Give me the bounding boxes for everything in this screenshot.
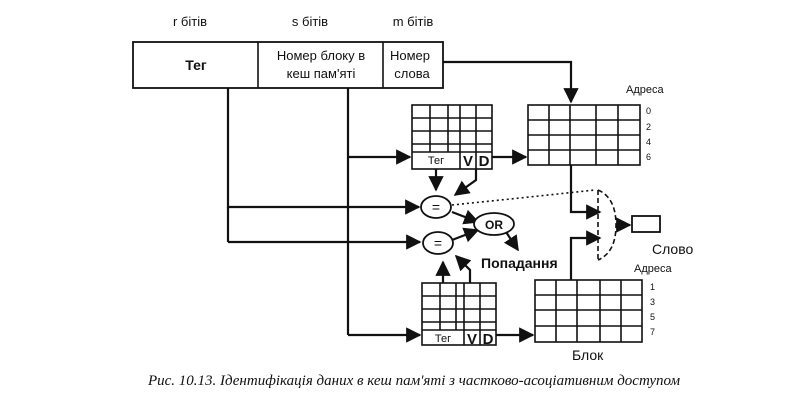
multiplexer [597, 189, 617, 261]
word-number-line1: Номер [390, 48, 430, 63]
hit-label: Попадання [481, 255, 558, 271]
address-bottom-1: 3 [650, 297, 655, 307]
tag-field-label: Тег [185, 57, 207, 73]
or-gate-label: OR [485, 218, 503, 232]
d-col-label-bottom: D [483, 331, 494, 348]
tag-table-bottom: Тег V D [421, 282, 497, 348]
wires [226, 60, 632, 343]
address-register: Тег Номер блоку в кеш пам'яті Номер слов… [132, 41, 444, 89]
address-title-top: Адреса [626, 84, 664, 96]
or-gate: OR [473, 212, 515, 236]
comparator-bottom-symbol: = [434, 235, 442, 251]
address-title-bottom: Адреса [634, 263, 672, 275]
data-table-bottom [534, 279, 643, 343]
address-bottom-2: 5 [650, 312, 655, 322]
s-bits-label: s бітів [292, 14, 328, 29]
v-col-label-top: V [463, 153, 473, 170]
word-number-line2: слова [394, 66, 430, 81]
d-col-label-top: D [479, 153, 490, 170]
tag-col-label-bottom: Тег [435, 333, 451, 345]
data-table-top [527, 104, 641, 166]
address-top-3: 6 [646, 152, 651, 162]
word-label: Слово [652, 241, 694, 257]
word-output-box [631, 215, 661, 233]
block-label: Блок [572, 347, 604, 363]
m-bits-label: m бітів [393, 14, 434, 29]
tag-col-label-top: Тег [428, 155, 444, 167]
figure-caption: Рис. 10.13. Ідентифікація даних в кеш па… [147, 373, 681, 389]
address-bottom-0: 1 [650, 282, 655, 292]
comparator-top: = [420, 195, 452, 219]
comparator-bottom: = [422, 231, 454, 255]
address-top-1: 2 [646, 122, 651, 132]
address-top-0: 0 [646, 106, 651, 116]
address-top-2: 4 [646, 137, 651, 147]
block-number-line1: Номер блоку в [277, 48, 365, 63]
address-bottom-3: 7 [650, 327, 655, 337]
tag-table-top: Тег V D [411, 104, 493, 170]
block-number-line2: кеш пам'яті [287, 66, 356, 81]
v-col-label-bottom: V [467, 331, 477, 348]
r-bits-label: r бітів [173, 14, 207, 29]
comparator-top-symbol: = [432, 199, 440, 215]
